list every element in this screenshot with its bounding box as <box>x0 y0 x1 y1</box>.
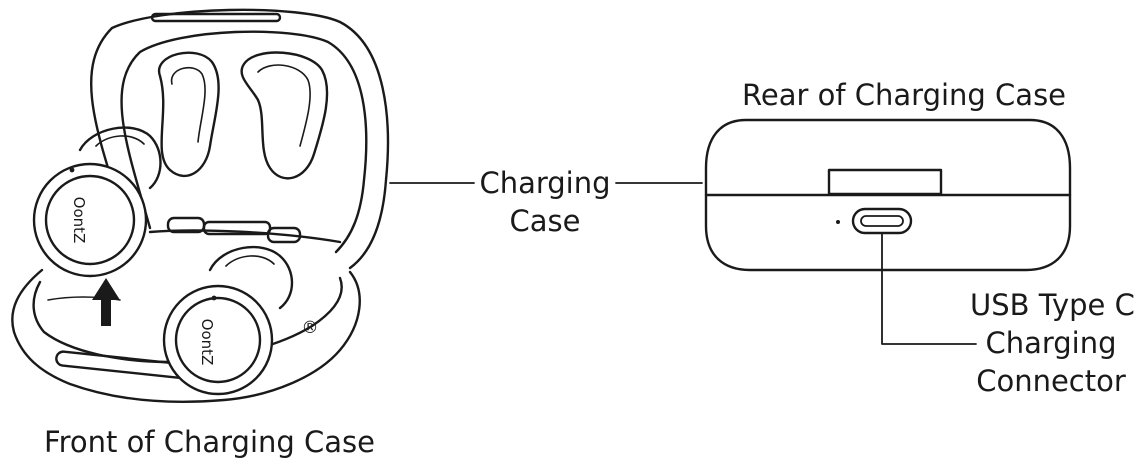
usb-connector-label-line-3: Connector <box>976 364 1126 398</box>
registered-mark: ® <box>302 318 319 338</box>
usb-callout-line <box>881 232 977 345</box>
lid-cavity-left <box>157 51 220 177</box>
usb-connector-label-line-1: USB Type C <box>970 288 1135 322</box>
earbud-left <box>32 126 162 278</box>
front-case-label: Front of Charging Case <box>44 425 375 459</box>
lid-outer-shell <box>90 8 390 270</box>
lid-cavity-right <box>240 51 329 180</box>
lid-inner-rim <box>120 30 368 254</box>
charging-case-label-line-1: Charging <box>479 166 611 200</box>
front-case-drawing <box>11 8 390 403</box>
rear-case-label: Rear of Charging Case <box>742 78 1067 112</box>
charging-case-label: Charging Case <box>474 164 616 240</box>
earbud-left-logo: OontZ <box>70 197 88 244</box>
rear-case-body <box>704 118 1072 272</box>
usb-connector-label-line-2: Charging <box>985 326 1117 360</box>
hinge <box>148 216 342 244</box>
rear-case-drawing <box>704 118 1072 272</box>
earbud-right-logo: OontZ <box>198 319 216 366</box>
usb-connector-label: USB Type C Charging Connector <box>970 286 1135 400</box>
charging-case-label-line-2: Case <box>509 204 581 238</box>
base-outer-shell <box>11 268 361 403</box>
rear-hinge-tab <box>827 168 943 196</box>
lid-top-slot <box>150 12 282 23</box>
indicator-led <box>836 220 840 224</box>
lift-arrow-icon <box>92 278 120 326</box>
earbud-right <box>162 245 294 396</box>
